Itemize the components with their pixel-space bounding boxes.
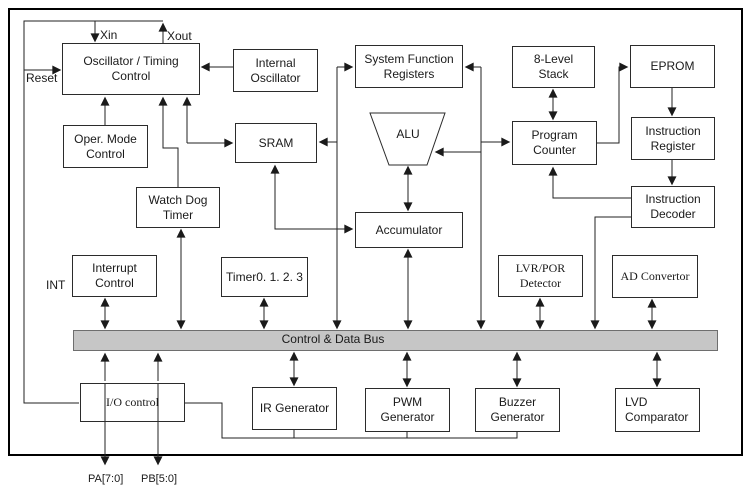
block-instruction-register: Instruction Register [631, 117, 715, 160]
idec-to-bus-wire [590, 216, 631, 330]
generators-to-io-wire [185, 402, 518, 439]
block-system-function-registers: System Function Registers [355, 45, 463, 88]
block-accumulator: Accumulator [355, 212, 463, 248]
sram-accum-wire [270, 164, 354, 234]
block-program-counter: Program Counter [512, 121, 597, 165]
block-pwm-generator: PWM Generator [365, 388, 450, 432]
pin-label-int: INT [46, 278, 66, 292]
block-sram: SRAM [235, 123, 317, 163]
block-internal-oscillator: Internal Oscillator [233, 49, 318, 92]
block-io-control: I/O control [80, 383, 185, 422]
control-data-bus-bar [73, 330, 718, 351]
outer-border [8, 8, 743, 456]
idec-to-pc-wire [548, 166, 631, 199]
pin-label-xout: Xout [167, 29, 192, 43]
block-watch-dog-timer: Watch Dog Timer [136, 187, 220, 228]
pin-label-port-b: PB[5:0] [141, 473, 178, 485]
block-alu-label: ALU [396, 127, 420, 141]
block-oper-mode-control: Oper. Mode Control [63, 125, 148, 168]
block-ir-generator: IR Generator [252, 387, 337, 430]
pin-label-xin: Xin [100, 28, 118, 42]
block-buzzer-generator: Buzzer Generator [475, 388, 560, 432]
block-ad-convertor: AD Convertor [612, 255, 698, 298]
block-oscillator-timing-control: Oscillator / Timing Control [62, 43, 200, 95]
control-data-bus-label: Control & Data Bus [281, 332, 385, 346]
signal-wires [23, 20, 677, 466]
block-timers: Timer0. 1. 2. 3 [221, 257, 308, 297]
block-interrupt-control: Interrupt Control [72, 255, 157, 297]
pin-label-port-a: PA[7:0] [88, 473, 124, 485]
pin-label-reset: Reset [26, 71, 58, 85]
block-lvr-por-detector: LVR/POR Detector [498, 255, 583, 297]
block-8-level-stack: 8-Level Stack [512, 46, 595, 88]
block-lvd-comparator: LVD Comparator [615, 388, 700, 432]
block-instruction-decoder: Instruction Decoder [631, 186, 715, 228]
block-eprom: EPROM [630, 45, 715, 88]
wdt-to-osc-wire [158, 96, 179, 187]
pc-to-eprom-wire [597, 62, 629, 144]
alu-shape [369, 112, 446, 166]
left-rail-wire [23, 20, 163, 404]
